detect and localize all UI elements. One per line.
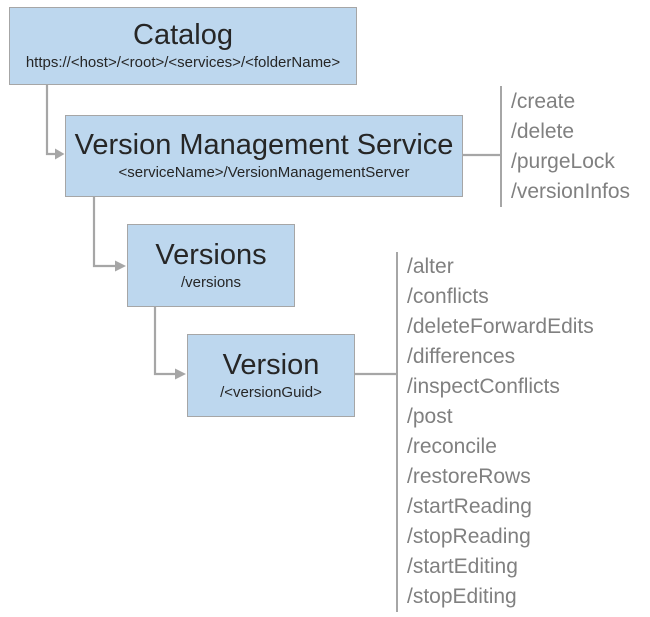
connector-versions-to-version: [153, 307, 186, 380]
endpoint-conflicts: /conflicts: [407, 285, 489, 308]
versions-title: Versions: [155, 238, 267, 271]
catalog-url-pattern: https://<host>/<root>/<services>/<folder…: [25, 54, 341, 72]
endpoint-post: /post: [407, 405, 453, 428]
endpoint-purgelock: /purgeLock: [511, 150, 615, 173]
catalog-node: Catalog https://<host>/<root>/<services>…: [9, 7, 357, 85]
versions-url-pattern: /versions: [180, 273, 242, 291]
endpoint-inspectconflicts: /inspectConflicts: [407, 375, 560, 398]
endpoint-stopediting: /stopEditing: [407, 585, 517, 608]
version-endpoint-list: /alter /conflicts /deleteForwardEdits /d…: [396, 252, 594, 612]
version-url-pattern: /<versionGuid>: [220, 383, 322, 401]
version-title: Version: [222, 348, 320, 381]
version-management-service-node: Version Management Service <serviceName>…: [65, 115, 463, 197]
vms-endpoint-list: /create /delete /purgeLock /versionInfos: [500, 86, 630, 207]
endpoint-startediting: /startEditing: [407, 555, 518, 578]
endpoint-deleteforwardedits: /deleteForwardEdits: [407, 315, 594, 338]
endpoint-stopreading: /stopReading: [407, 525, 531, 548]
catalog-title: Catalog: [133, 19, 233, 52]
endpoint-startreading: /startReading: [407, 495, 532, 518]
endpoint-restorerows: /restoreRows: [407, 465, 531, 488]
endpoint-versioninfos: /versionInfos: [511, 180, 631, 203]
versions-node: Versions /versions: [127, 224, 295, 307]
version-management-service-title: Version Management Service: [74, 129, 454, 162]
connector-vms-to-versions: [92, 197, 126, 272]
endpoint-create: /create: [511, 90, 576, 113]
endpoint-alter: /alter: [407, 255, 454, 278]
endpoint-differences: /differences: [407, 345, 516, 368]
version-management-service-url-pattern: <serviceName>/VersionManagementServer: [118, 164, 410, 182]
endpoint-reconcile: /reconcile: [407, 435, 497, 458]
connector-catalog-to-vms: [45, 85, 65, 160]
endpoint-delete: /delete: [511, 120, 575, 143]
version-node: Version /<versionGuid>: [187, 334, 355, 417]
